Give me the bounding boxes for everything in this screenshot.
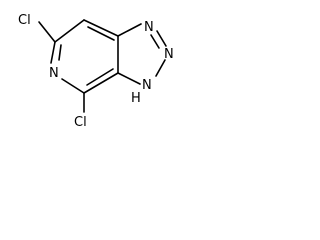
bond-n5-c6 (50, 41, 56, 64)
atom-label-n-triazole-1: N (144, 20, 154, 35)
atom-label-cl-bottom: Cl (74, 115, 87, 130)
bond-n2-n3 (155, 59, 166, 77)
bond-n1-n2-inner (150, 34, 160, 49)
bond-c7-c7a-inner (87, 26, 115, 41)
bond-c3a-c4-inner (86, 68, 114, 86)
bond-c3a-c4 (83, 72, 119, 94)
atom-label-n-triazole-2: N (164, 47, 174, 62)
bond-n1-n2 (156, 30, 167, 47)
atom-label-n-pyridine: N (49, 66, 59, 81)
bond-c6-c7 (54, 19, 85, 43)
label-layer: Cl N Cl N N N H (18, 13, 174, 130)
atom-label-nh-hydrogen: H (131, 91, 141, 106)
structure-diagram: Cl N Cl N N N H (0, 0, 188, 138)
bond-c7-c7a (83, 19, 119, 37)
bond-c6-cl (38, 21, 56, 43)
bond-c4-n5 (61, 78, 85, 94)
bond-c7a-n1 (117, 23, 142, 37)
bond-n3-c3a (117, 72, 141, 85)
bond-n5-c6-inner (58, 44, 62, 61)
atom-label-cl-top: Cl (18, 13, 31, 28)
bond-layer (38, 19, 167, 113)
atom-label-nh-triazole: N (142, 78, 152, 93)
molecule-structure: Cl N Cl N N N H (18, 13, 174, 130)
